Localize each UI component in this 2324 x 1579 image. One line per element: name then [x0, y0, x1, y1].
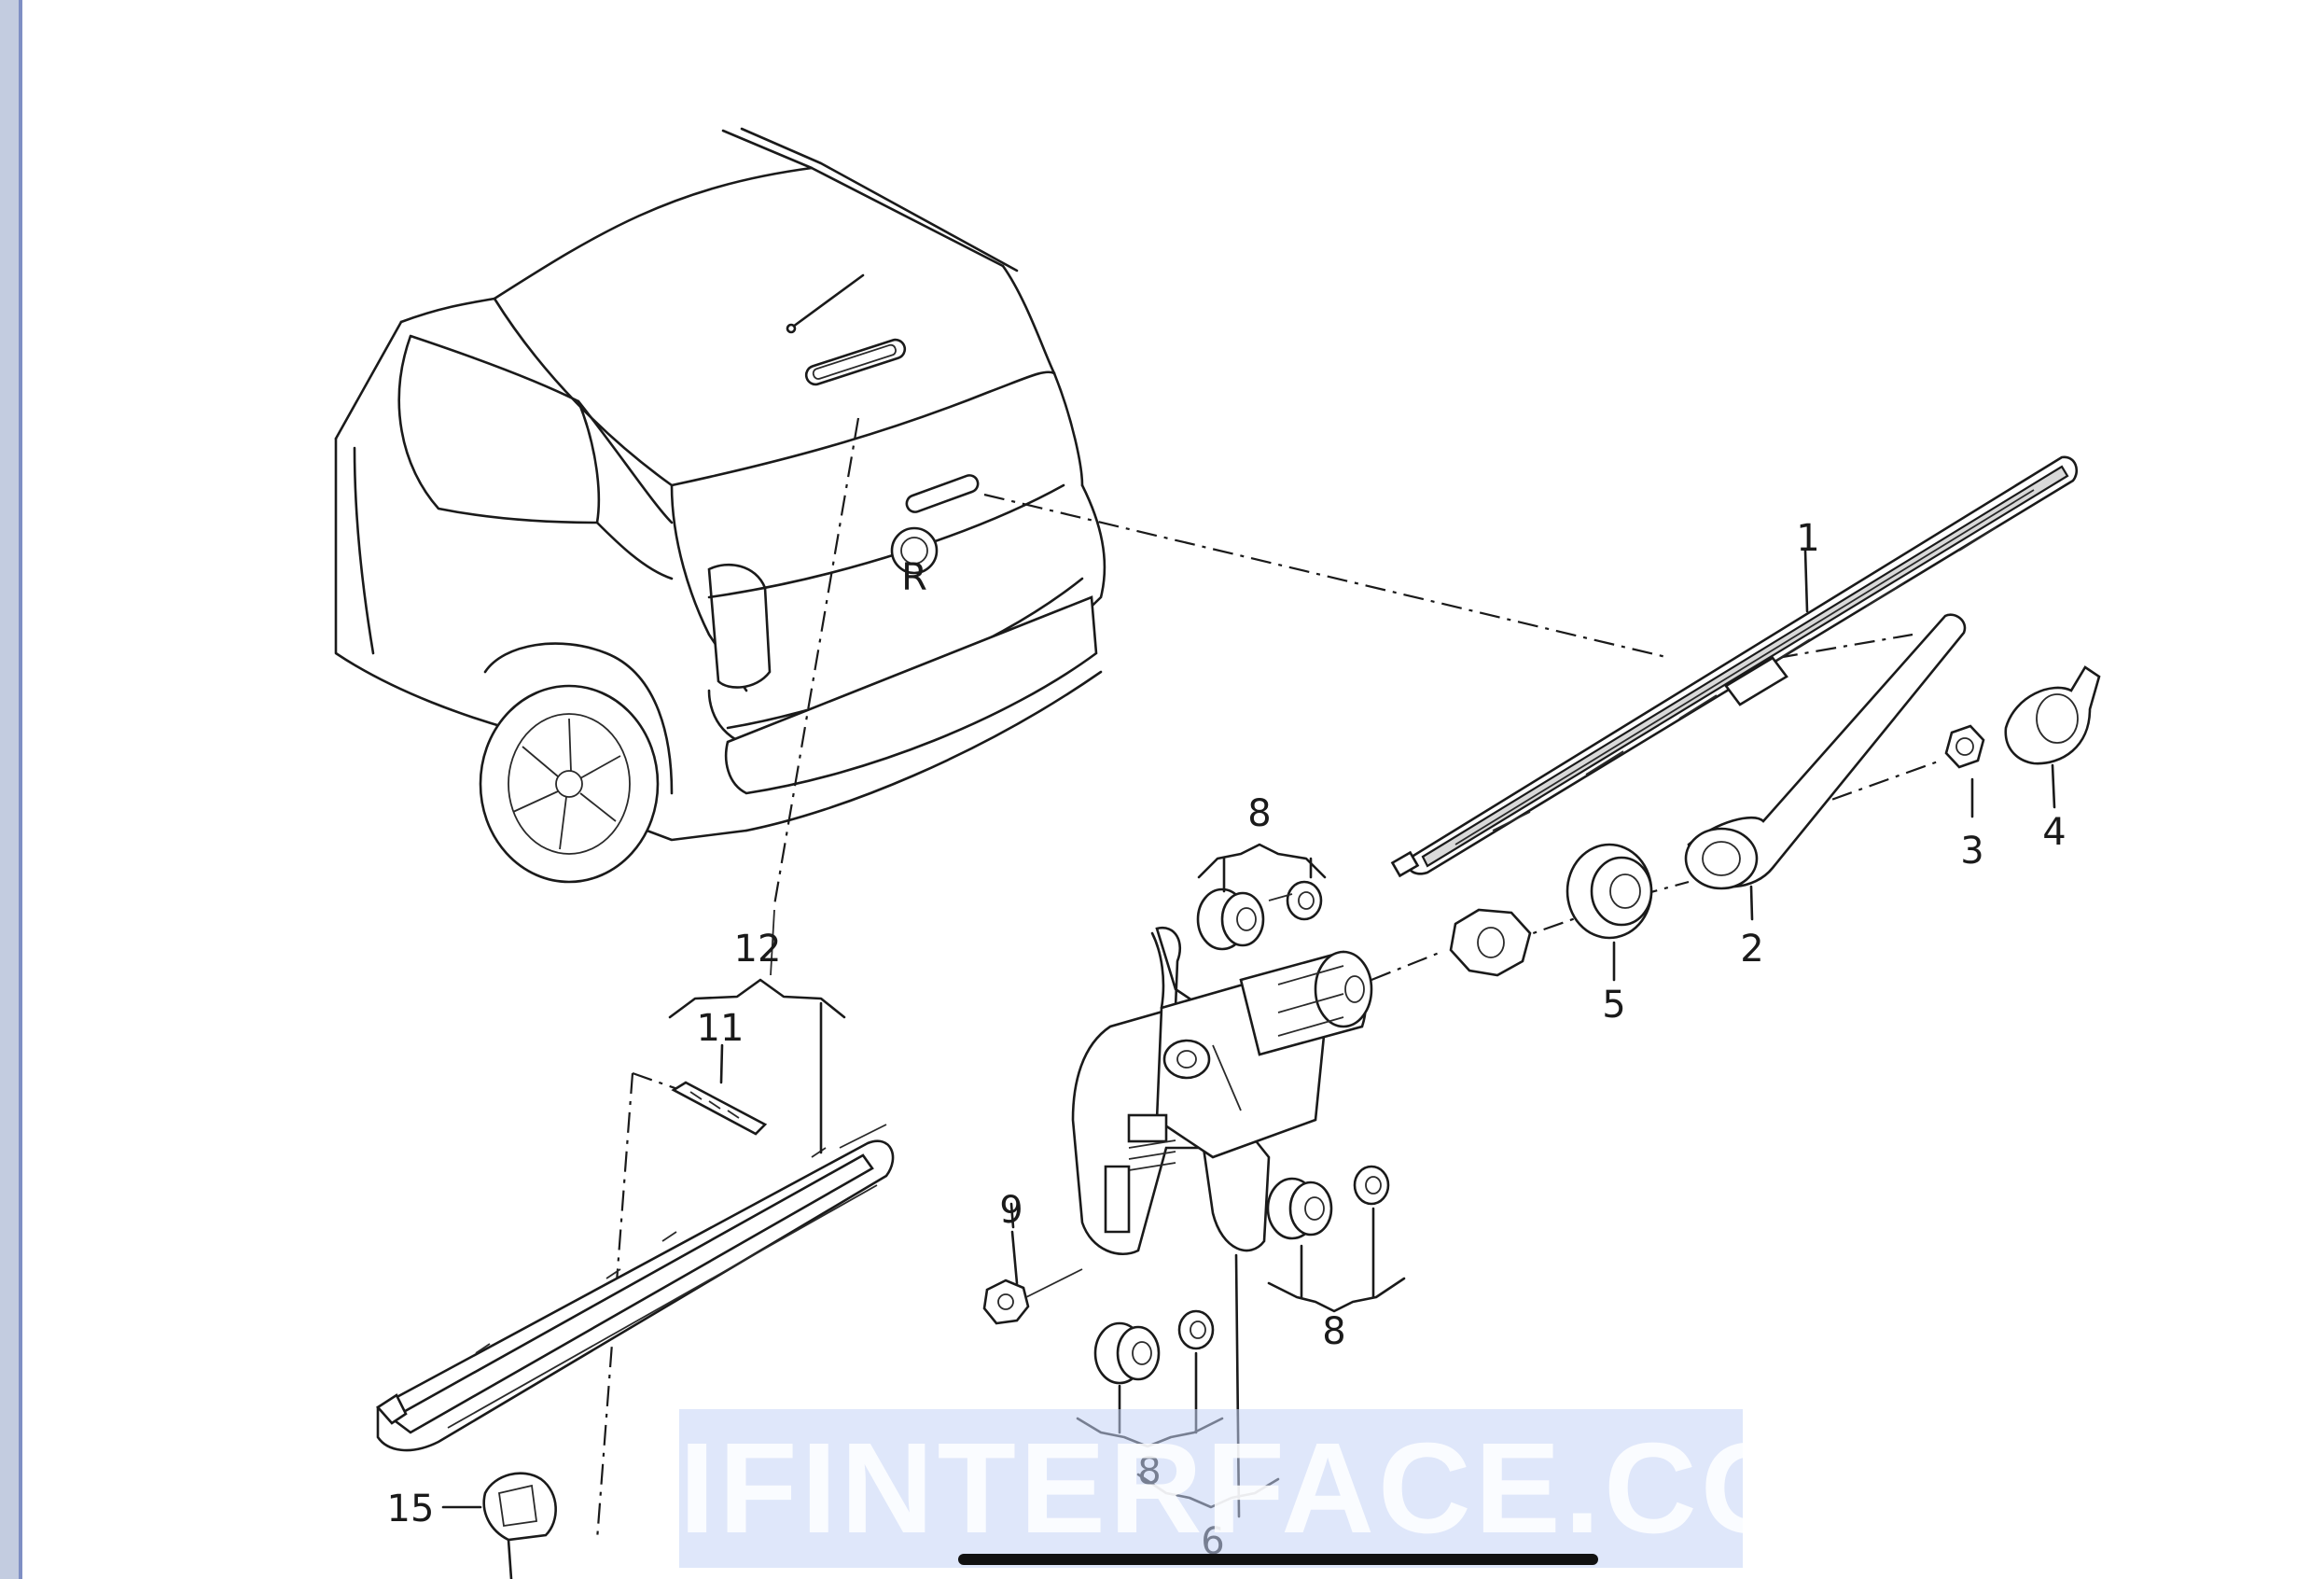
- part-11-connector: [671, 1081, 768, 1136]
- watermark-background: [679, 1409, 1743, 1568]
- part-12-brake-light: [376, 1124, 895, 1452]
- callout-1: 1: [1796, 517, 1819, 560]
- callout-3: 3: [1960, 830, 1983, 873]
- part-4-cap: [2004, 665, 2101, 765]
- callout-9: 9: [999, 1189, 1023, 1232]
- left-edge-strip: [0, 0, 22, 1579]
- part-5-grommet: [1566, 843, 1653, 940]
- callout-15: 15: [387, 1488, 435, 1530]
- callout-numbers: 1 2 3 4 5 6 8 8 8 9 11 12 15: [387, 517, 2067, 1563]
- car-rear-drawing: R: [334, 127, 1106, 884]
- washer: [1449, 908, 1532, 977]
- wiper-motor-assembly: [1071, 926, 1373, 1255]
- callout-11: 11: [697, 1007, 745, 1050]
- svg-text:R: R: [901, 556, 927, 599]
- home-indicator-bar[interactable]: [958, 1554, 1598, 1565]
- callout-12: 12: [734, 928, 782, 971]
- callout-4: 4: [2042, 811, 2066, 854]
- part-9-nut: [982, 1268, 1083, 1325]
- callout-8-top: 8: [1247, 792, 1271, 835]
- part-15-connector: [482, 1472, 557, 1579]
- callout-5: 5: [1602, 984, 1625, 1027]
- part-3-nut: [1944, 724, 1985, 769]
- part-2-wiper-arm: [1684, 613, 1967, 890]
- part-8-bushings-bottom: [1093, 1309, 1215, 1385]
- watermark: IFINTERFACE.COM: [679, 1417, 1915, 1560]
- part-8-bushings-right: [1266, 1165, 1390, 1240]
- part-8-bushings-top: [1196, 880, 1323, 951]
- part-1-wiper-blade: [1390, 455, 2078, 878]
- callout-8-right: 8: [1322, 1310, 1345, 1353]
- callout-2: 2: [1740, 928, 1763, 971]
